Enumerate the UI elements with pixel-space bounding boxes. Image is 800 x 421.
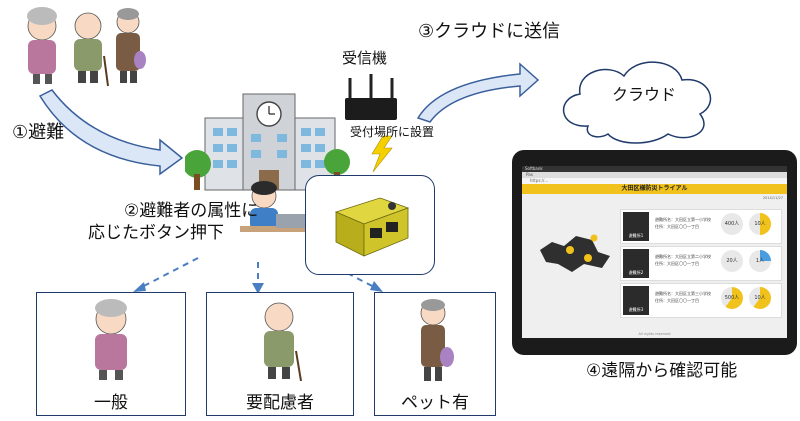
tablet-screen: Softbank Pax https://... 大田区様防災トライアル 201…: [522, 166, 787, 338]
cloud-label: クラウド: [612, 85, 677, 104]
evacuee-group-illustration: [27, 7, 146, 87]
category-label-general: 一般: [94, 393, 128, 413]
count-gauge-secondary: 10人: [749, 287, 771, 309]
receiver-label: 受信機: [342, 49, 388, 67]
step1-label: ①避難: [12, 122, 65, 143]
count-gauge: 20人: [721, 250, 743, 272]
shelter-building-icon: 避難所1: [623, 212, 649, 241]
dashed-arrows: [139, 257, 377, 289]
tablet-status-bar: Softbank: [522, 166, 787, 172]
person-with-pet-bag-illustration: [420, 299, 454, 381]
browser-address-bar[interactable]: https://...: [522, 178, 787, 184]
step2-label-line1: ②避難者の属性に: [124, 201, 259, 221]
staff-at-desk-illustration: [240, 181, 310, 232]
app-title: 大田区様防災トライアル: [621, 185, 688, 192]
evacuation-arrow: [38, 89, 184, 176]
button-device-icon: [334, 197, 410, 257]
tablet-device: Softbank Pax https://... 大田区様防災トライアル 201…: [512, 150, 797, 355]
category-box-needs-care: 要配慮者: [206, 292, 354, 416]
browser-tab-bar: Pax: [522, 172, 787, 178]
install-location-label: 受付場所に設置: [350, 125, 435, 139]
category-box-general: 一般: [36, 292, 186, 416]
app-footer: All rights reserved: [638, 332, 671, 336]
count-gauge: 400人: [721, 213, 743, 235]
category-label-pet: ペット有: [401, 393, 469, 413]
count-gauge-secondary: 1人: [749, 250, 771, 272]
step4-label: ④遠隔から確認可能: [586, 361, 738, 381]
shelter-card[interactable]: 避難所2 避難所名：大田区立第二小学校 住所：大田区〇〇一丁目 20人 1人: [620, 246, 782, 281]
step3-label: ③クラウドに送信: [418, 21, 561, 42]
app-title-bar: 大田区様防災トライアル: [522, 184, 787, 194]
category-box-pet: ペット有: [374, 292, 496, 416]
send-arrow: [416, 62, 540, 123]
category-label-needs-care: 要配慮者: [246, 393, 314, 413]
cloud-shape: [563, 61, 712, 144]
district-map: [540, 234, 610, 272]
school-building-illustration: [185, 93, 350, 191]
count-gauge-secondary: 10人: [749, 213, 771, 235]
grandma-illustration: [95, 299, 127, 380]
shelter-building-icon: 避難所3: [623, 286, 649, 315]
count-gauge: 500人: [721, 287, 743, 309]
receiver-device-illustration: [345, 74, 397, 120]
grandpa-with-cane-illustration: [264, 302, 302, 381]
date-label: 2014/11/27: [762, 196, 783, 200]
shelter-card[interactable]: 避難所3 避難所名：大田区立第三小学校 住所：大田区〇〇一丁目 500人 10人: [620, 283, 782, 318]
breadcrumb: 2014/11/27: [522, 194, 787, 204]
shelter-building-icon: 避難所2: [623, 249, 649, 278]
step2-label-line2: 応じたボタン押下: [88, 223, 224, 243]
shelter-card[interactable]: 避難所1 避難所名：大田区立第一小学校 住所：大田区〇〇一丁目 400人 10人: [620, 209, 782, 244]
button-device-callout: [305, 175, 435, 275]
signal-bolt: [371, 135, 393, 173]
